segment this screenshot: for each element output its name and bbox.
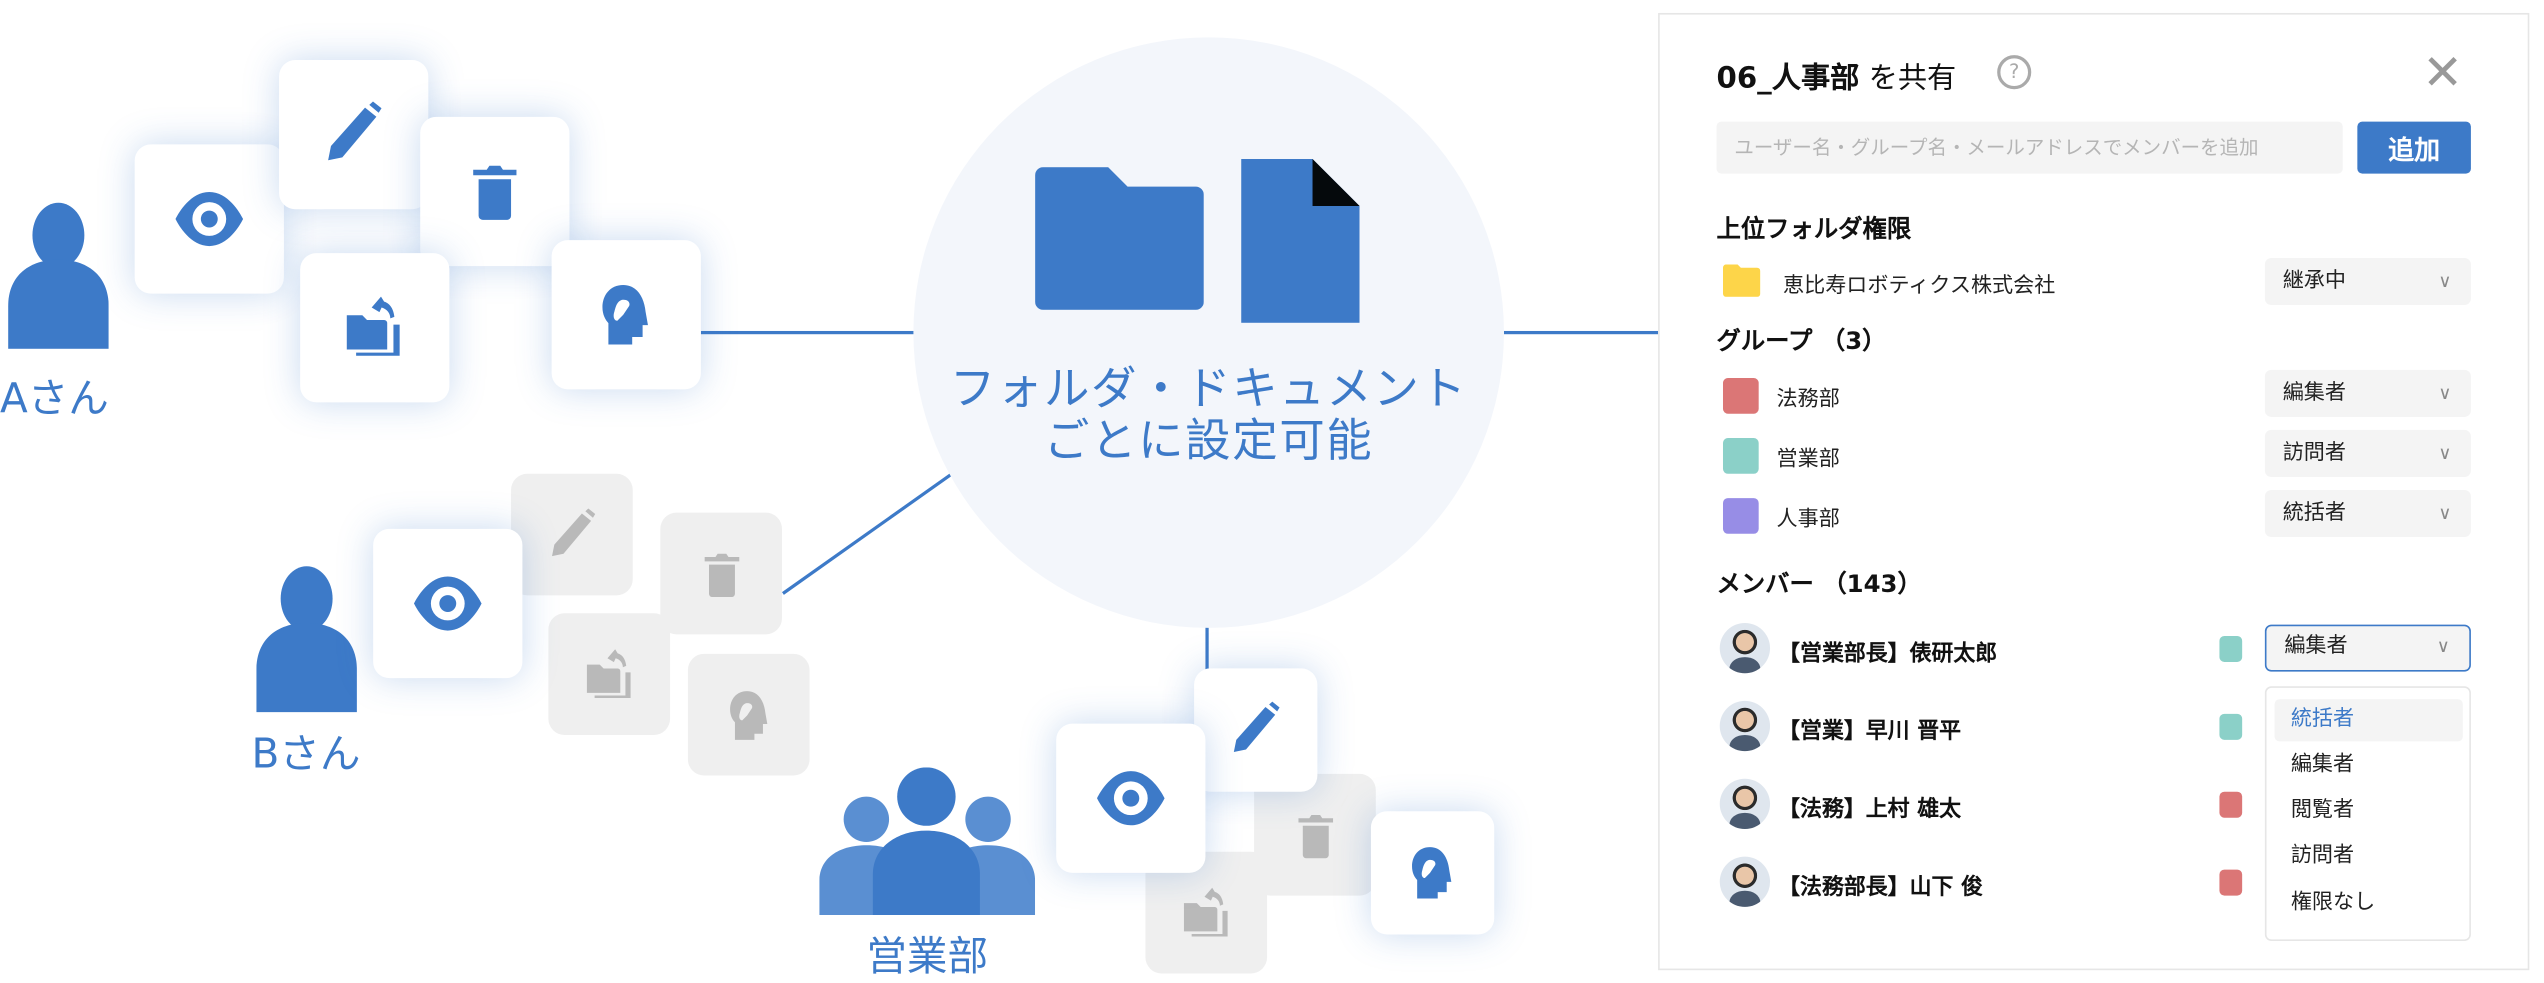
member-group-swatch [2219, 869, 2243, 896]
center-caption-line1: フォルダ・ドキュメント [949, 361, 1468, 416]
connector-b [781, 465, 963, 595]
member-name: 【営業部長】俵研太郎 [1778, 640, 1998, 667]
user-label-b: Bさん [251, 730, 361, 778]
group-color-swatch [1722, 498, 1759, 534]
select-value: 編集者 [2282, 381, 2347, 406]
chevron-down-icon: ∨ [2438, 442, 2452, 465]
permission-dropdown-menu: 統括者 編集者 閲覧者 訪問者 権限なし [2264, 686, 2471, 941]
group-permission-select[interactable]: 編集者 ∨ [2264, 369, 2471, 417]
brain-head-icon [591, 279, 662, 350]
member-group-swatch [2219, 635, 2243, 662]
manage-permission-card-disabled [687, 653, 810, 776]
delete-permission-card-disabled [1254, 773, 1376, 896]
pencil-icon [544, 507, 599, 562]
groups-heading: グループ （3） [1716, 326, 1887, 356]
brain-head-icon [720, 685, 778, 743]
chevron-down-icon: ∨ [2436, 635, 2450, 658]
member-name: 【法務】上村 雄太 [1778, 796, 1961, 823]
avatar [1719, 700, 1771, 752]
select-value: 編集者 [2284, 634, 2348, 659]
eye-icon [1090, 758, 1171, 839]
select-value: 訪問者 [2282, 441, 2347, 466]
close-icon[interactable]: ✕ [2422, 45, 2464, 103]
chevron-down-icon: ∨ [2438, 270, 2452, 293]
trash-icon [1289, 809, 1341, 861]
parent-permission-heading: 上位フォルダ権限 [1716, 214, 1912, 244]
pencil-icon [1227, 701, 1285, 759]
eye-icon [407, 563, 488, 644]
delete-permission-card [420, 116, 570, 267]
edit-permission-card-disabled [511, 473, 633, 596]
member-permission-select[interactable]: 編集者 ∨ [2264, 624, 2471, 672]
share-dialog: 06_人事部 を共有 ? ✕ 追加 上位フォルダ権限 恵比寿ロボティクス株式会社… [1658, 12, 2530, 971]
group-color-swatch [1722, 378, 1759, 414]
dropdown-option-admin[interactable]: 統括者 [2274, 699, 2463, 742]
move-folder-icon [337, 290, 412, 365]
select-value: 統括者 [2282, 501, 2347, 526]
add-button[interactable]: 追加 [2357, 121, 2471, 174]
dropdown-option-visitor[interactable]: 訪問者 [2290, 843, 2355, 868]
document-icon [1241, 158, 1360, 323]
avatar [1719, 778, 1771, 830]
center-caption-line2: ごとに設定可能 [1043, 413, 1374, 468]
folder-icon [1035, 167, 1204, 310]
user-label-sales: 営業部 [866, 932, 989, 980]
view-permission-card [134, 144, 284, 294]
trash-icon [695, 548, 747, 600]
group-name: 法務部 [1776, 387, 1840, 413]
move-folder-icon [578, 643, 640, 705]
parent-permission-select[interactable]: 継承中 ∨ [2264, 257, 2471, 306]
title-suffix: を共有 [1859, 61, 1957, 96]
group-permission-select[interactable]: 訪問者 ∨ [2264, 429, 2471, 477]
help-icon[interactable]: ? [1997, 55, 2032, 90]
dropdown-option-none[interactable]: 権限なし [2290, 890, 2376, 916]
eye-icon [169, 178, 250, 259]
manage-permission-card [1370, 811, 1495, 935]
dialog-title: 06_人事部 を共有 [1716, 55, 1956, 97]
person-icon-b [256, 566, 357, 713]
group-color-swatch [1722, 438, 1759, 474]
move-permission-card [300, 253, 450, 403]
member-name: 【営業】早川 晋平 [1778, 718, 1961, 745]
avatar [1719, 856, 1771, 907]
connector-panel [1503, 330, 1660, 334]
brain-head-icon [1402, 842, 1464, 904]
trash-icon [462, 159, 527, 224]
connector-a [700, 330, 916, 334]
center-circle [913, 37, 1504, 628]
group-name: 人事部 [1776, 507, 1840, 533]
member-group-swatch [2219, 791, 2243, 818]
user-label-a: Aさん [0, 374, 109, 422]
person-icon-a [8, 202, 109, 349]
delete-permission-card-disabled [660, 512, 782, 635]
move-folder-icon [1175, 882, 1237, 944]
chevron-down-icon: ∨ [2438, 382, 2452, 404]
select-value: 継承中 [2282, 269, 2347, 294]
edit-permission-card [279, 60, 429, 210]
folder-icon [1722, 264, 1761, 297]
avatar [1719, 623, 1771, 674]
manage-permission-card [551, 240, 701, 390]
parent-folder-name: 恵比寿ロボティクス株式会社 [1783, 274, 2056, 299]
view-permission-card [373, 528, 523, 679]
dropdown-option-editor[interactable]: 編集者 [2290, 752, 2355, 778]
edit-permission-card [1194, 668, 1318, 792]
move-permission-card-disabled [548, 613, 671, 735]
pencil-icon [320, 101, 388, 169]
add-member-input[interactable] [1716, 121, 2343, 174]
folder-name: 06_人事部 [1716, 61, 1860, 96]
dropdown-option-viewer[interactable]: 閲覧者 [2290, 798, 2355, 823]
member-group-swatch [2219, 713, 2243, 740]
group-permission-select[interactable]: 統括者 ∨ [2264, 489, 2471, 538]
group-name: 営業部 [1776, 447, 1840, 473]
view-permission-card [1056, 723, 1206, 873]
members-heading: メンバー （143） [1716, 569, 1922, 599]
chevron-down-icon: ∨ [2438, 502, 2452, 525]
group-icon [819, 767, 1036, 916]
member-name: 【法務部長】山下 俊 [1778, 874, 1983, 901]
